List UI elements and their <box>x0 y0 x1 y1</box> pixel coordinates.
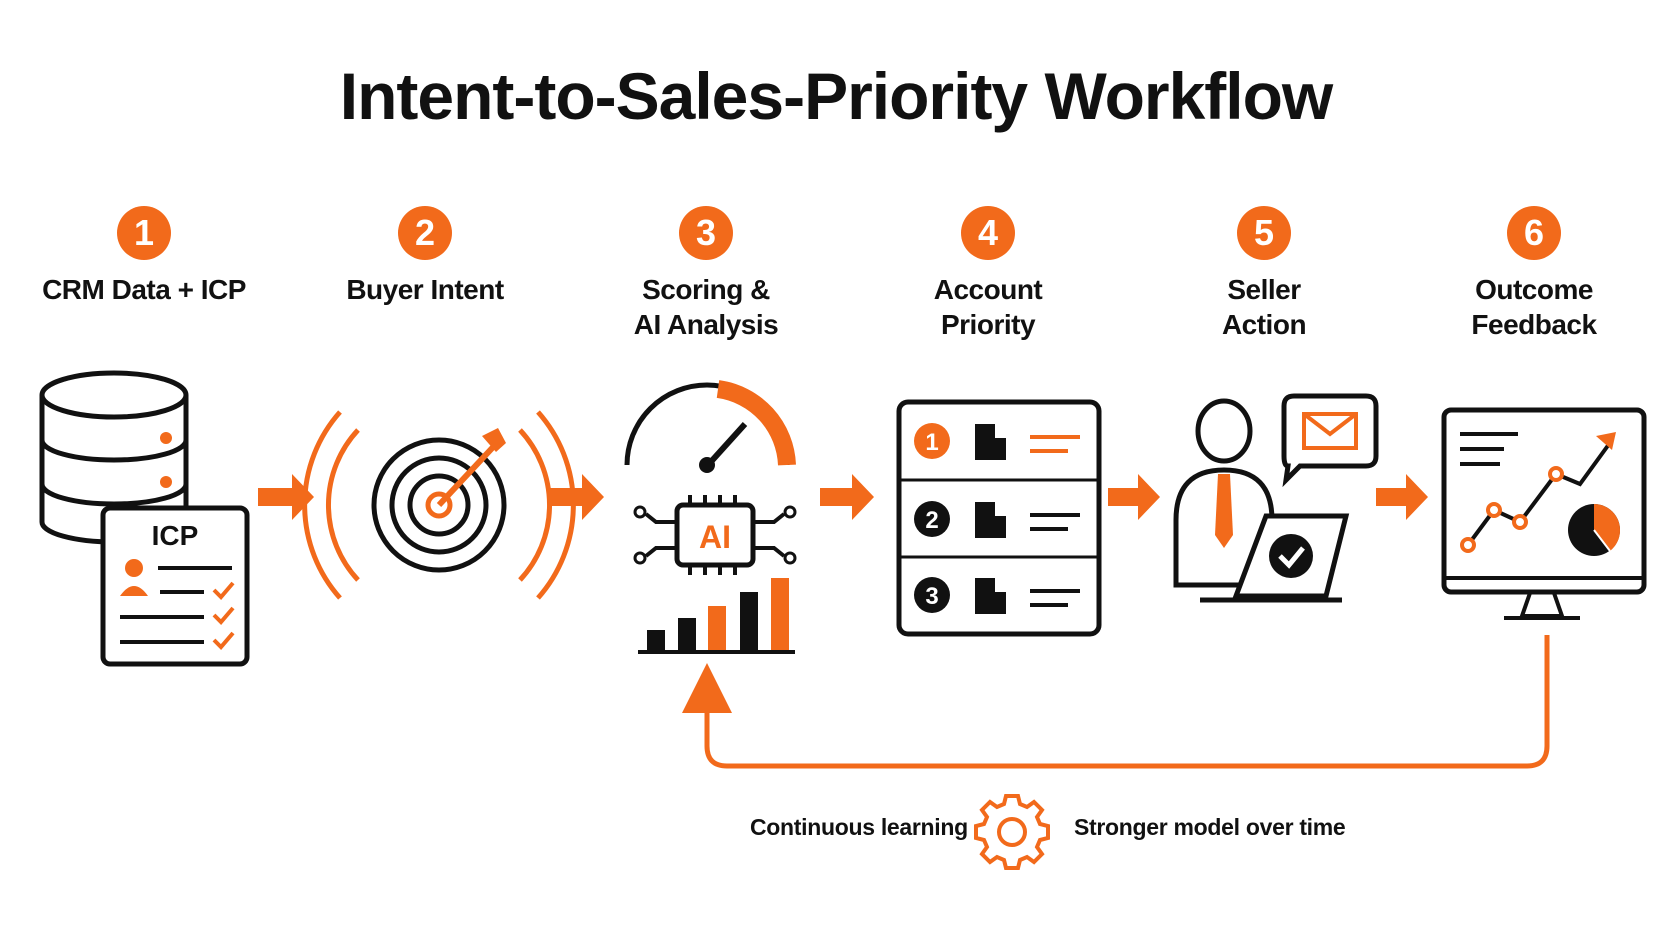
step-label: Outcome Feedback <box>1471 274 1597 340</box>
priority-rank: 2 <box>925 507 938 534</box>
arrow-right-icon <box>820 474 874 520</box>
priority-rank: 1 <box>925 429 938 456</box>
step-6: 6 Outcome Feedback <box>1414 206 1654 342</box>
laptop-icon <box>1200 513 1350 603</box>
priority-list-icon: 1 2 3 <box>896 399 1102 637</box>
building-icon <box>975 424 1006 614</box>
arrow-right-icon <box>258 474 314 520</box>
arrow-right-icon <box>1108 474 1160 520</box>
step-1: 1 CRM Data + ICP <box>24 206 264 307</box>
step-label: Buyer Intent <box>346 274 504 305</box>
step-number-badge: 5 <box>1237 206 1291 260</box>
email-bubble-icon <box>1281 393 1379 488</box>
target-icon <box>302 410 576 600</box>
step-number-badge: 4 <box>961 206 1015 260</box>
icp-checklist-icon: ICP <box>100 505 250 667</box>
pie-chart-icon <box>1568 504 1621 556</box>
priority-rank: 3 <box>925 583 938 610</box>
arrow-right-icon <box>550 474 604 520</box>
step-2: 2 Buyer Intent <box>305 206 545 307</box>
step-number-badge: 3 <box>679 206 733 260</box>
gauge-icon <box>624 380 796 473</box>
step-label: CRM Data + ICP <box>42 274 246 305</box>
step-5: 5 Seller Action <box>1144 206 1384 342</box>
stronger-model-caption: Stronger model over time <box>1074 814 1346 840</box>
step-number-badge: 2 <box>398 206 452 260</box>
flow-arrows <box>258 474 1428 520</box>
continuous-learning-caption: Continuous learning <box>750 814 968 840</box>
arrow-right-icon <box>1376 474 1428 520</box>
step-number-badge: 1 <box>117 206 171 260</box>
diagram-title: Intent-to-Sales-Priority Workflow <box>339 59 1334 133</box>
gear-icon <box>974 794 1050 870</box>
step-number-badge: 6 <box>1507 206 1561 260</box>
step-label: Seller Action <box>1221 274 1307 340</box>
monitor-chart-icon <box>1441 407 1647 620</box>
step-3: 3 Scoring & AI Analysis <box>586 206 826 342</box>
seller-icon <box>1173 398 1275 588</box>
step-label: Scoring & AI Analysis <box>633 274 779 340</box>
icp-card-label: ICP <box>152 520 199 551</box>
database-icon <box>39 370 189 545</box>
bar-chart-icon <box>638 578 795 654</box>
step-label: Account Priority <box>933 274 1043 340</box>
ai-chip-icon: AI <box>633 495 797 575</box>
step-4: 4 Account Priority <box>868 206 1108 342</box>
ai-chip-label: AI <box>699 519 731 555</box>
feedback-loop-arrow <box>682 635 1550 769</box>
